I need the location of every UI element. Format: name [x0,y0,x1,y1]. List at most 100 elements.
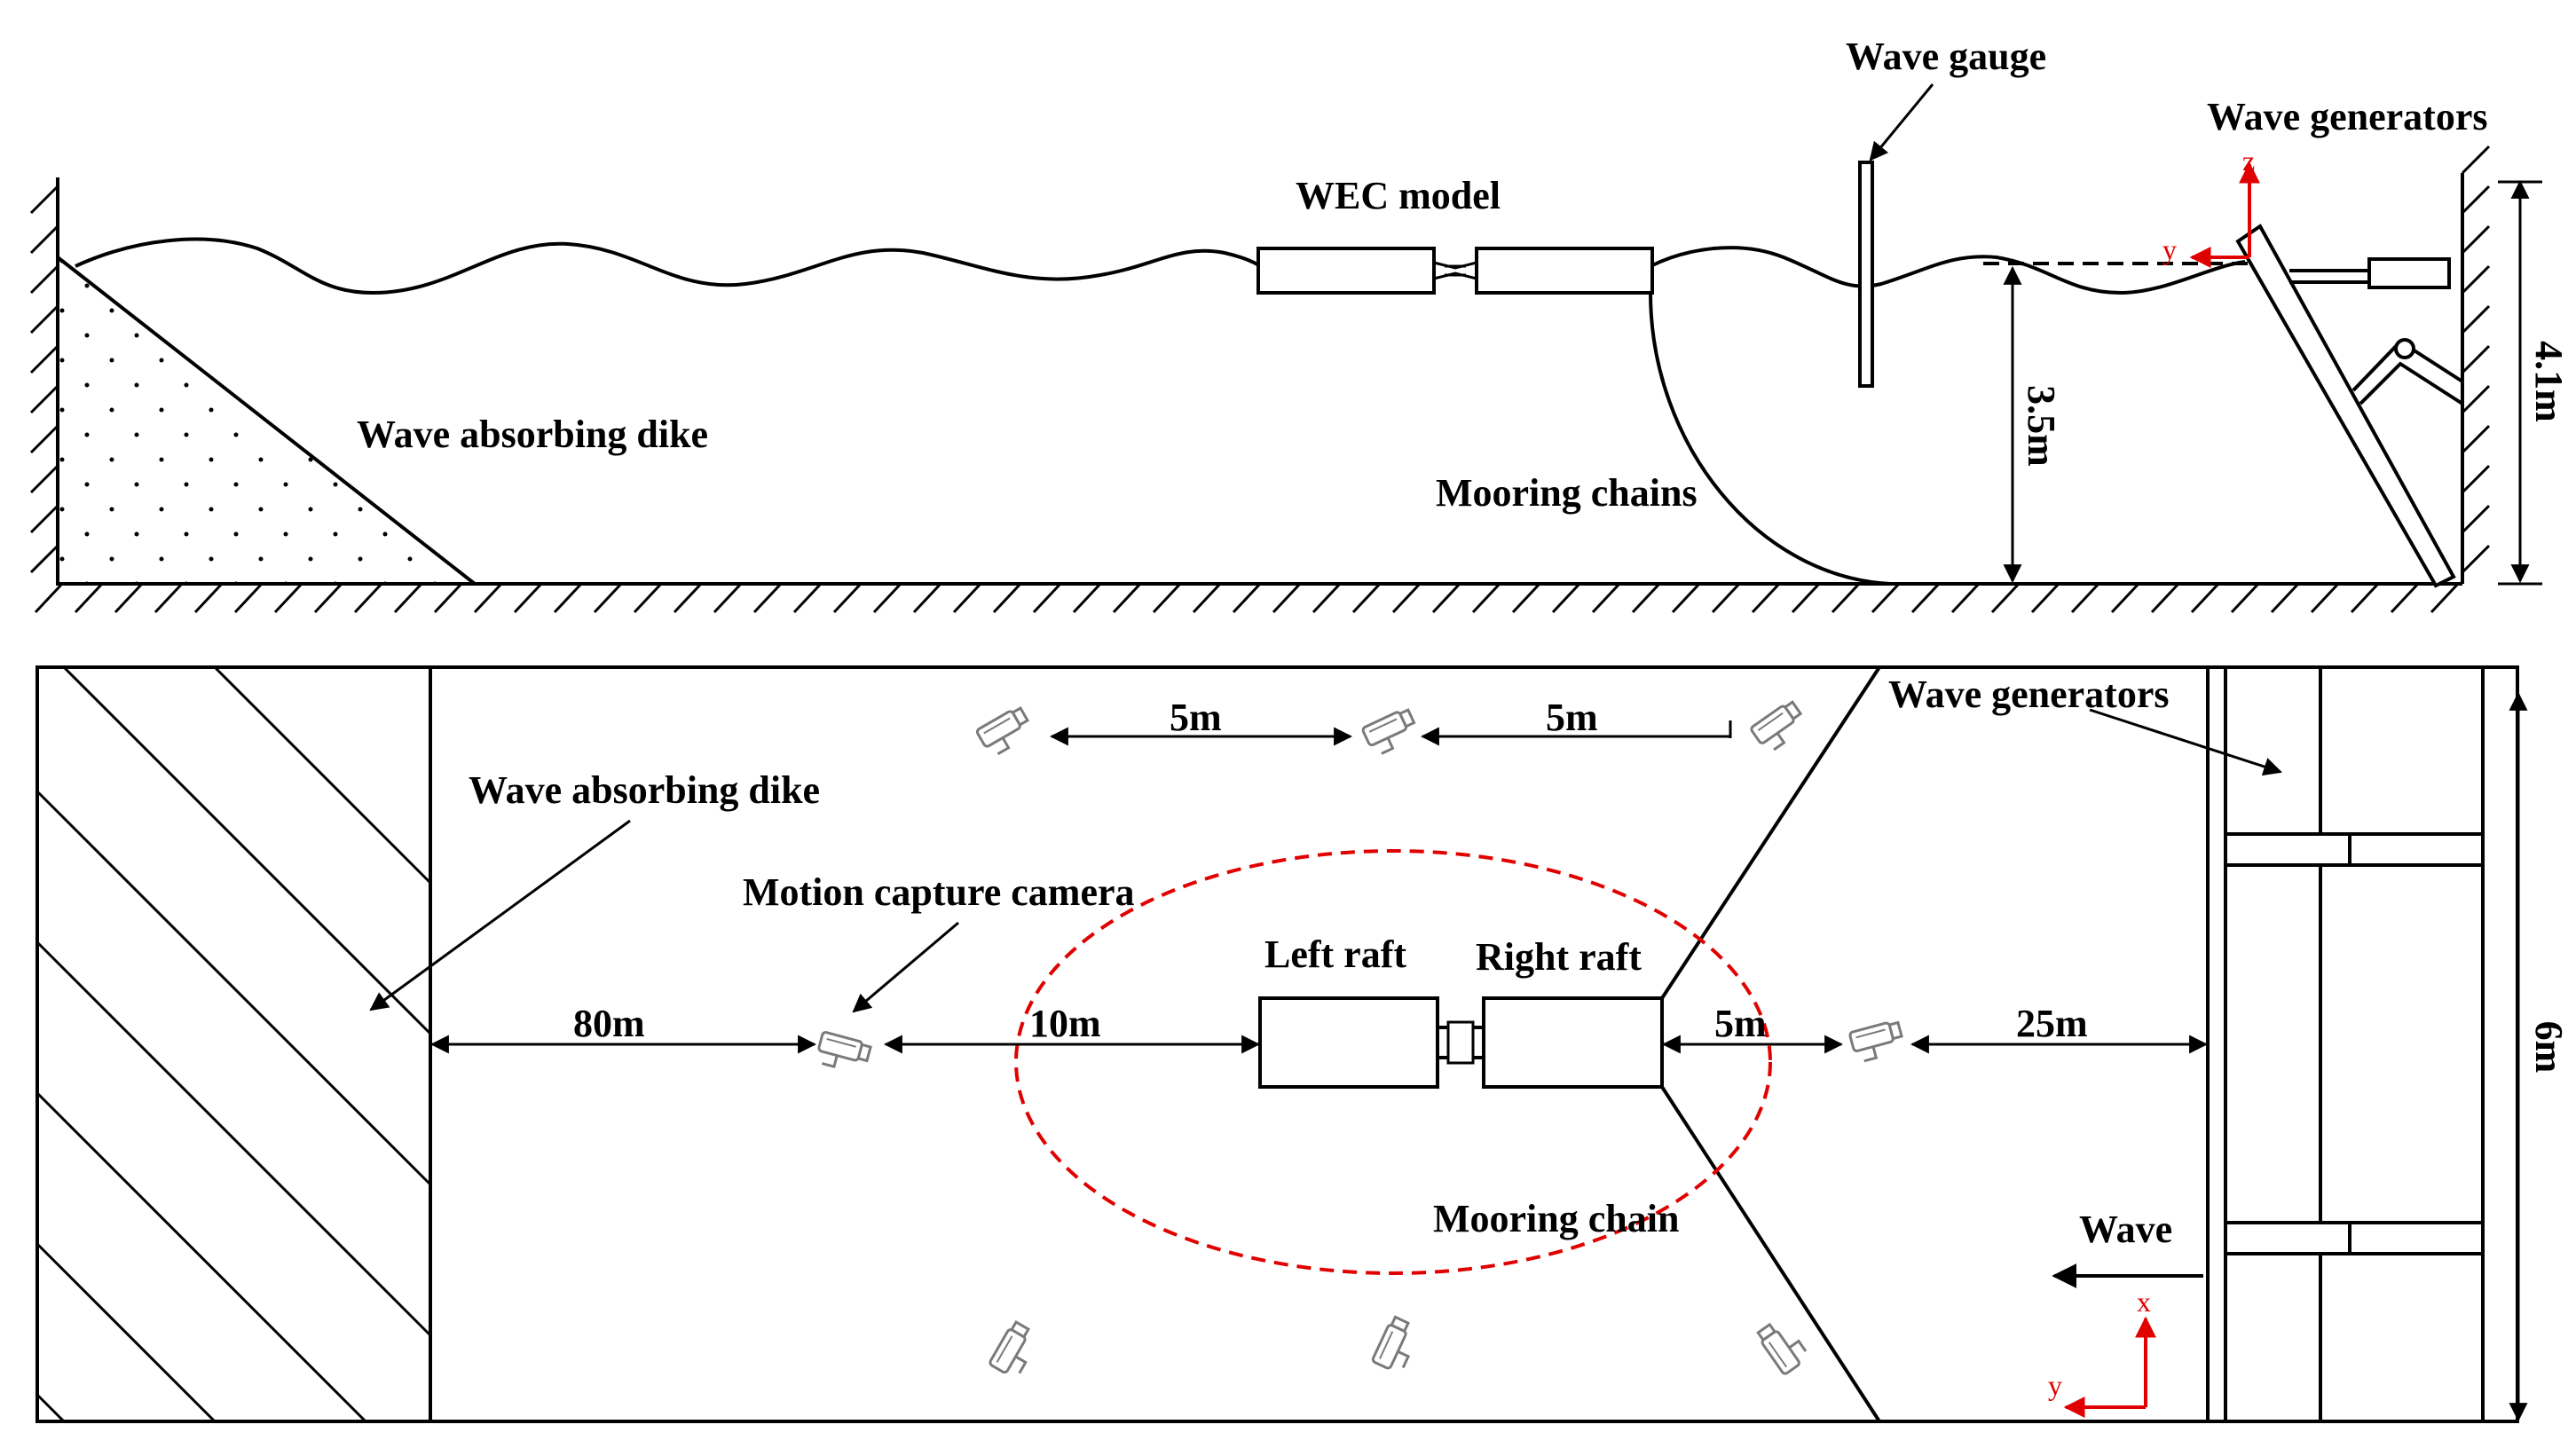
hatch-line [29,424,59,454]
hatch-line [2461,464,2491,494]
hatch-line [1631,582,1661,614]
hatch-line [673,582,703,614]
hatch-line [553,582,583,614]
label-depth: 3.5m [2020,385,2063,467]
hatch-line [29,304,59,334]
dike-hatch-line [35,1242,217,1423]
mooring-line-upper [1660,665,1881,1000]
hatch-line [912,582,942,614]
dike-hatching [35,665,432,1423]
hatch-line [233,582,264,614]
label-motion-capture-camera: Motion capture camera [743,870,1135,914]
hatch-line [29,224,59,255]
hatch-line [29,544,59,574]
hatch-line [1871,582,1901,614]
hatch-line [633,582,663,614]
floor-hatching [34,582,2460,614]
label-top-wave-absorbing-dike: Wave absorbing dike [469,768,820,812]
hatch-line [1152,582,1182,614]
hatch-line [2461,304,2491,334]
hatch-line [2461,264,2491,295]
hatch-line [2461,384,2491,414]
side-dike-shape [56,253,480,586]
hatch-line [2461,544,2491,574]
hatch-line [1312,582,1342,614]
hatch-line [1431,582,1461,614]
left-wall-hatching [29,185,59,574]
wec-right-body [1475,247,1654,295]
label-dist-10m: 10m [1029,1002,1101,1045]
right-wall-hatching [2461,145,2491,574]
hatch-line [1791,582,1821,614]
hatch-line [29,344,59,374]
hatch-line [2230,582,2260,614]
hatch-line [114,582,144,614]
hatch-line [1391,582,1422,614]
hatch-line [273,582,303,614]
actuator-cylinder [2367,257,2451,289]
wave-surface [75,237,1262,295]
hatch-line [2461,424,2491,454]
label-dist-80m: 80m [573,1002,645,1045]
leader-wave-generators [2089,708,2282,776]
label-mooring-chain: Mooring chain [1433,1197,1679,1240]
wave-surface-2 [1650,246,2246,295]
hatch-line [313,582,343,614]
motion-capture-camera-icon [1370,1314,1422,1376]
motion-capture-camera-icon [987,1319,1043,1381]
hatch-line [593,582,623,614]
motion-capture-camera-icon [1754,1315,1812,1377]
wec-hinge [1433,261,1477,280]
hatch-line [29,185,59,215]
hatch-line [74,582,104,614]
hatch-line [513,582,543,614]
hatch-line [154,582,184,614]
dike-hatch-line [35,940,432,1337]
hatch-line [34,582,64,614]
label-dist-5m-top-left: 5m [1170,696,1222,739]
hatch-line [353,582,383,614]
generator-paddle-2 [2224,1221,2485,1255]
hatch-line [2430,582,2460,614]
hatch-line [1831,582,1861,614]
label-top-axis-x: x [2137,1286,2151,1318]
wave-gauge-probe [1858,161,1874,388]
hatch-line [1272,582,1302,614]
hatch-line [1072,582,1102,614]
hatch-line [2270,582,2300,614]
hatch-line [2461,185,2491,215]
wec-left-body [1256,247,1436,295]
hatch-line [1511,582,1541,614]
hatch-line [393,582,423,614]
left-raft-body [1258,996,1439,1089]
label-wave: Wave [2079,1208,2172,1251]
hatch-line [2461,344,2491,374]
hatch-line [1232,582,1262,614]
hatch-line [792,582,823,614]
label-dist-5m-right: 5m [1714,1002,1767,1045]
hatch-line [1551,582,1581,614]
hatch-line [1351,582,1382,614]
motion-capture-camera-icon [974,704,1036,759]
hatch-line [2350,582,2380,614]
right-raft-body [1482,996,1664,1089]
label-side-wave-absorbing-dike: Wave absorbing dike [357,413,708,456]
hatch-line [2110,582,2140,614]
dike-hatch-line [35,1091,367,1423]
label-side-axis-z: z [2242,145,2255,177]
hatch-line [2461,145,2491,175]
hatch-line [29,504,59,534]
label-wec-model: WEC model [1296,174,1501,217]
dike-hatch-line [35,1393,66,1423]
raft-pto-hinge [1446,1020,1475,1065]
hatch-line [1910,582,1941,614]
hatch-line [1112,582,1142,614]
hatch-line [29,384,59,414]
dike-hatch-line [62,665,432,1035]
hatch-line [872,582,902,614]
label-wave-gauge: Wave gauge [1846,35,2046,78]
support-linkage-2 [2359,361,2464,405]
dike-hatch-line [35,790,432,1186]
label-mooring-chains: Mooring chains [1436,471,1698,515]
